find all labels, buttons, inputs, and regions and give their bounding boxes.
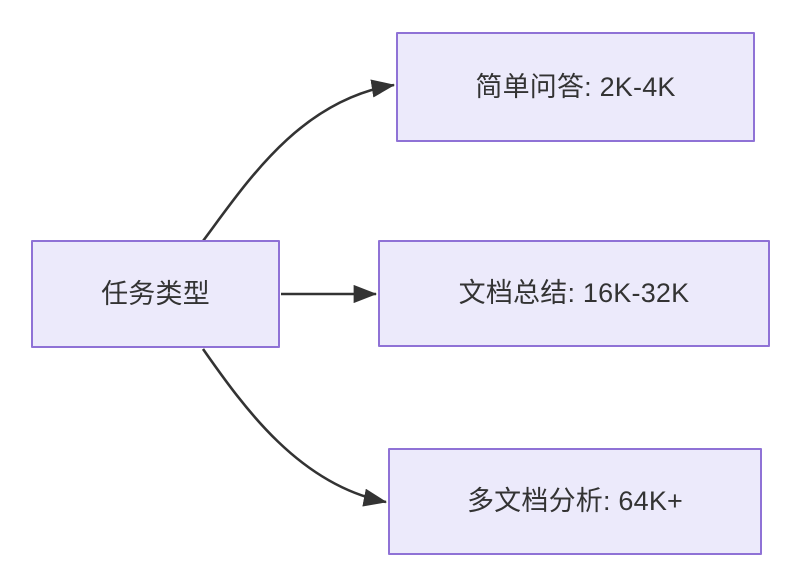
node-task-type[interactable]: 任务类型 — [31, 240, 280, 348]
node-simple-qa[interactable]: 简单问答: 2K-4K — [396, 32, 755, 142]
node-doc-summary-label: 文档总结: 16K-32K — [458, 278, 690, 309]
node-simple-qa-label: 简单问答: 2K-4K — [475, 71, 676, 102]
node-multi-doc-analysis[interactable]: 多文档分析: 64K+ — [388, 448, 762, 555]
node-task-type-label: 任务类型 — [101, 278, 210, 309]
edge-source-to-simple-qa — [201, 79, 396, 242]
node-multi-doc-analysis-label: 多文档分析: 64K+ — [466, 486, 683, 517]
node-doc-summary[interactable]: 文档总结: 16K-32K — [378, 240, 770, 347]
edge-source-to-multi-doc — [201, 348, 388, 507]
